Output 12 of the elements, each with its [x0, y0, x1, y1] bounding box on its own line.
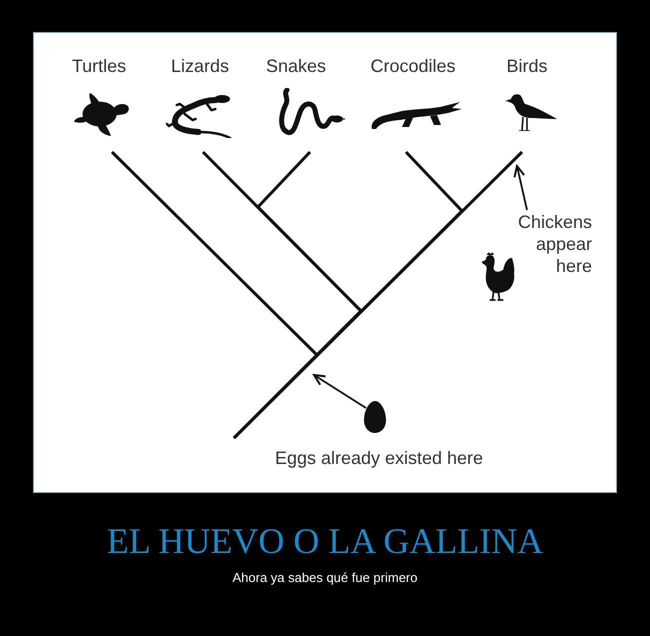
arrow	[514, 165, 528, 210]
annotation-text: Eggs already existed here	[274, 447, 484, 469]
taxon-label: Snakes	[266, 55, 326, 77]
taxon-label: Crocodiles	[370, 55, 456, 77]
arrow	[313, 374, 366, 409]
taxon-label: Turtles	[72, 55, 126, 77]
annotation-text: Chickens appear here	[518, 211, 592, 277]
taxon-label: Birds	[506, 55, 548, 77]
taxon-label: Lizards	[170, 55, 230, 77]
branch-line	[232, 150, 524, 440]
title: EL HUEVO O LA GALLINA	[106, 521, 544, 561]
caption: Ahora ya sabes qué fue primero	[232, 570, 418, 585]
